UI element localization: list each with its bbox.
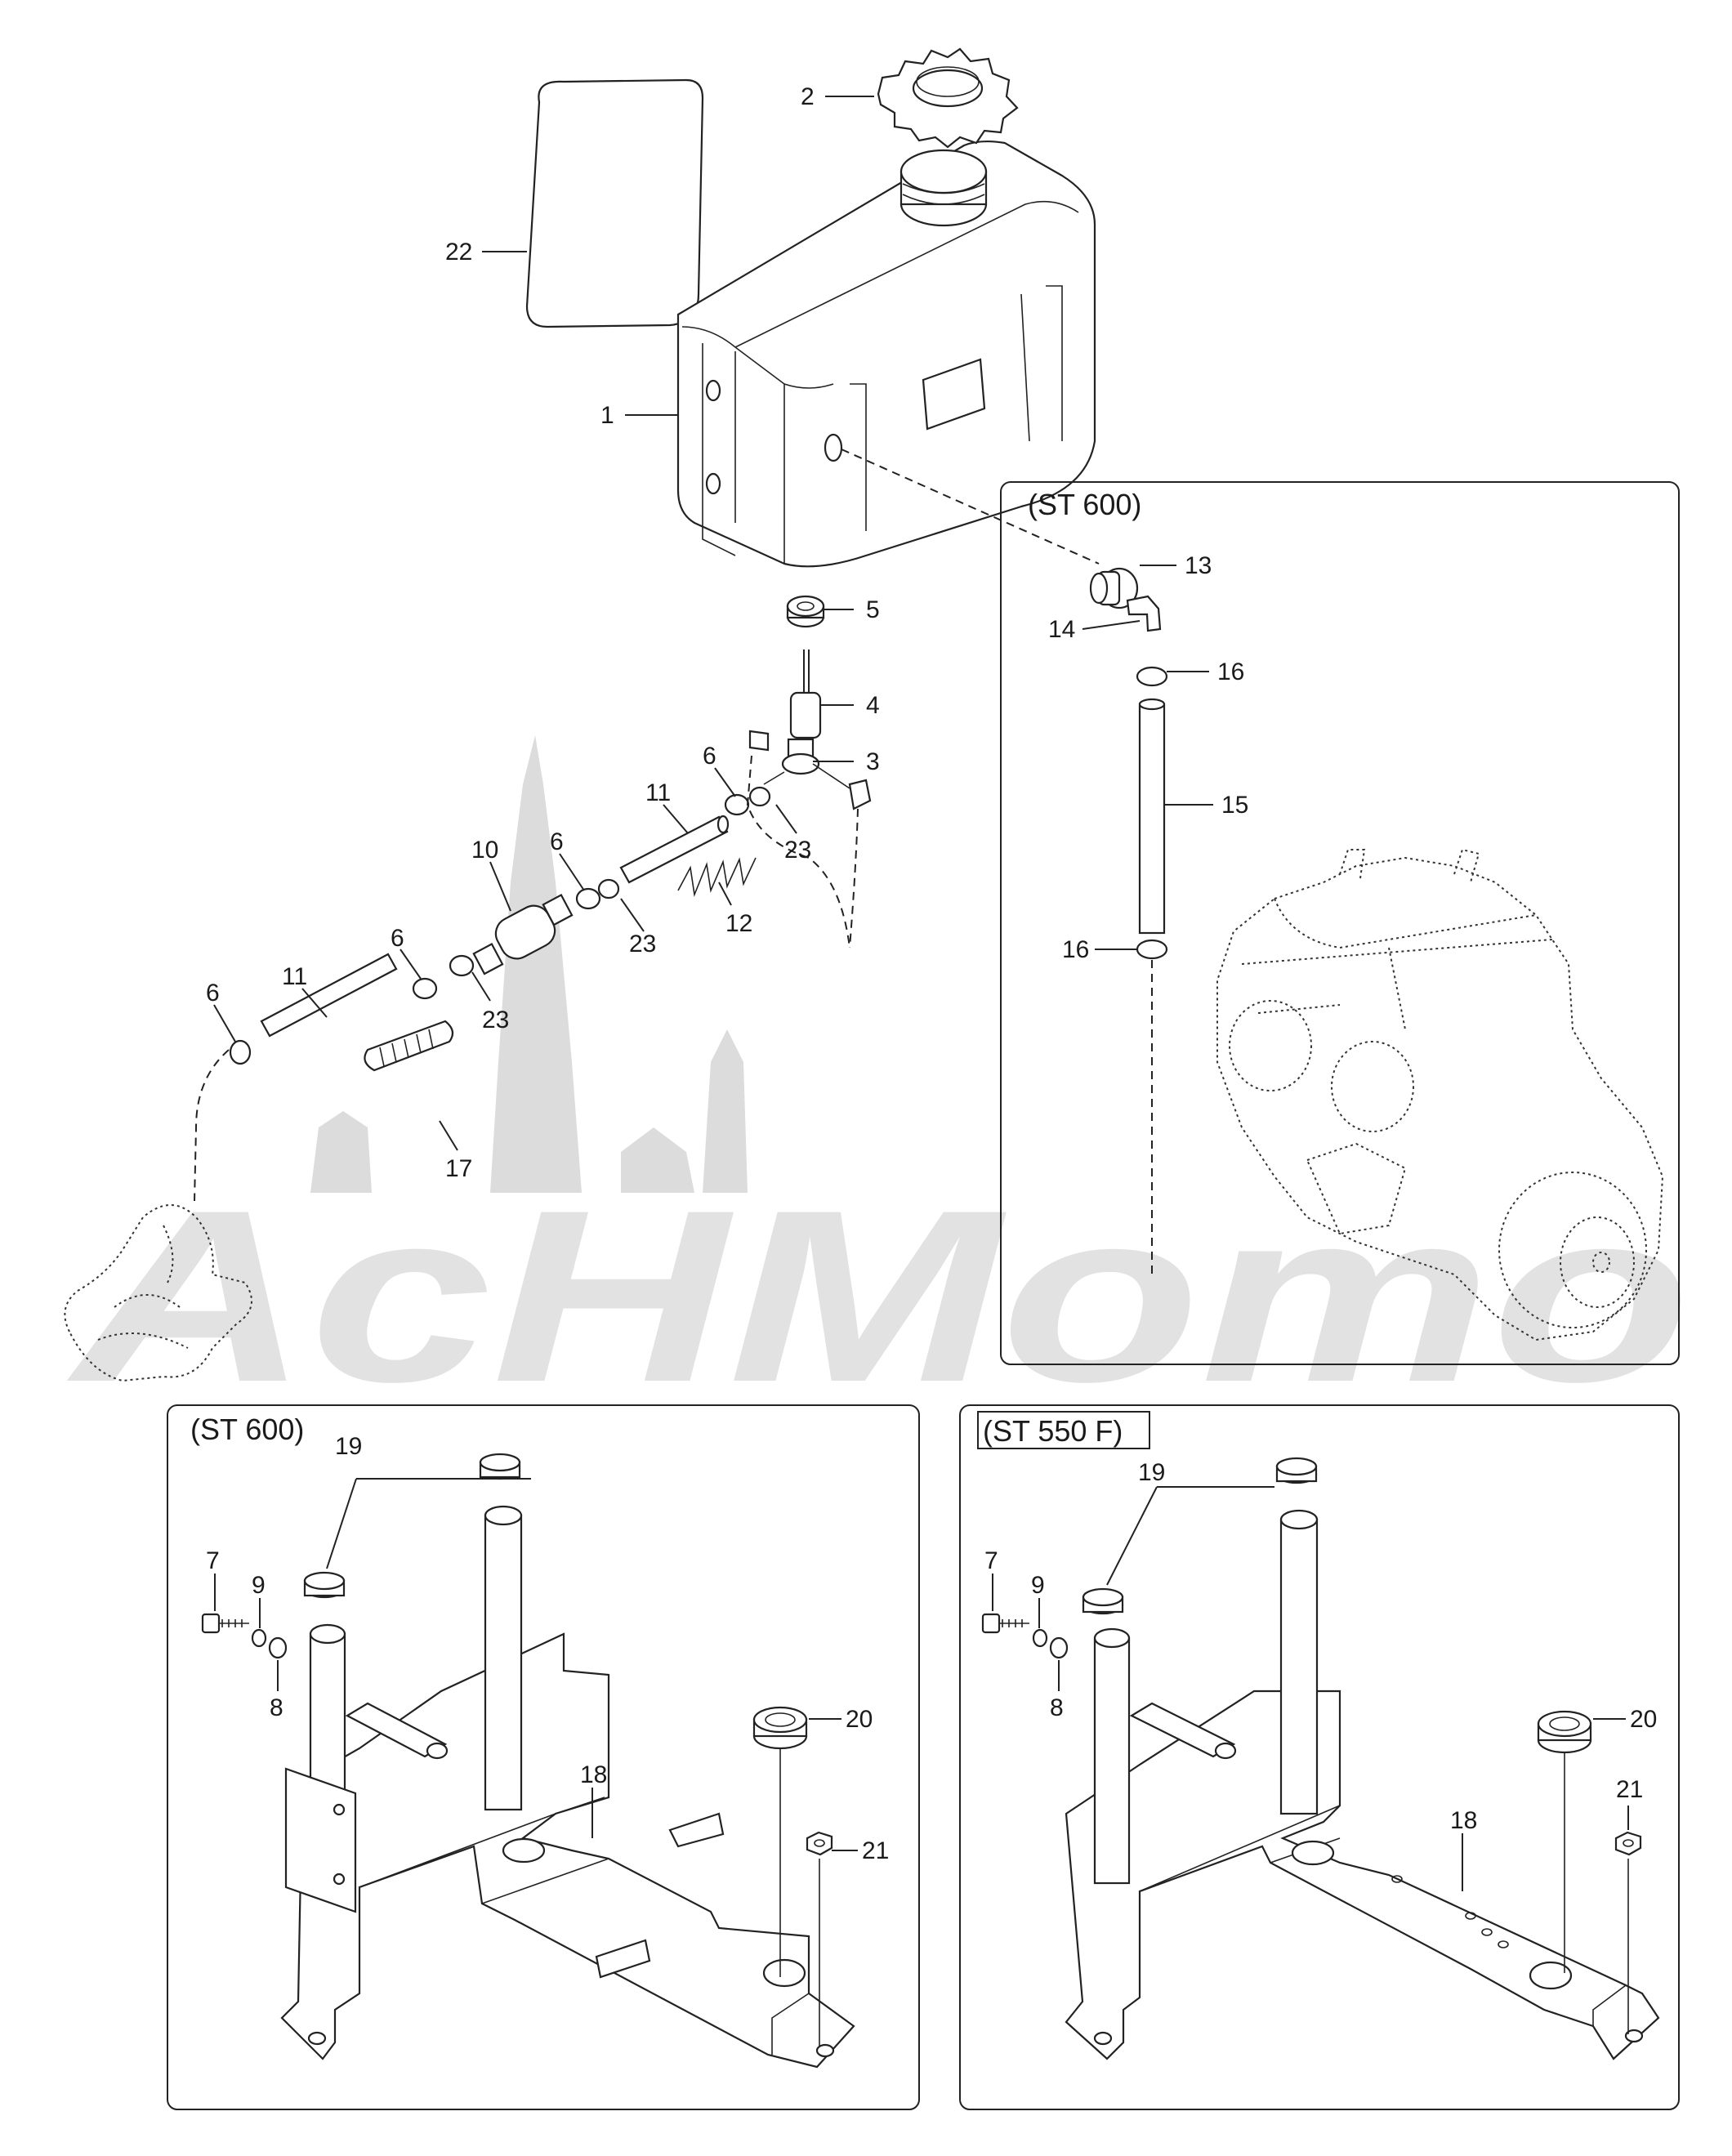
clamps-6-23 bbox=[229, 786, 771, 1065]
label-8b: 8 bbox=[1050, 1694, 1064, 1721]
label-23b: 23 bbox=[629, 931, 656, 957]
part-14-elbow bbox=[1126, 595, 1162, 632]
label-6c: 6 bbox=[391, 925, 404, 952]
label-5: 5 bbox=[866, 596, 880, 623]
part-labels: 2 22 1 5 4 3 6 11 23 6 10 12 23 6 11 23 … bbox=[206, 83, 1657, 1864]
part-19-cap-left-low bbox=[303, 1571, 346, 1599]
part-19-cap-left-top bbox=[479, 1453, 521, 1480]
watermark-text: AcHMomo bbox=[63, 1158, 1691, 1433]
label-6b: 6 bbox=[550, 828, 564, 855]
label-9b: 9 bbox=[1031, 1572, 1045, 1599]
label-20b: 20 bbox=[1630, 1706, 1657, 1733]
part-5-grommet bbox=[786, 595, 825, 628]
label-12: 12 bbox=[725, 910, 752, 937]
engine-outline bbox=[1216, 848, 1664, 1341]
watermark: AcHMomo bbox=[63, 735, 1691, 1433]
label-18b: 18 bbox=[1450, 1807, 1477, 1834]
label-19a: 19 bbox=[335, 1433, 362, 1460]
part-12-spring bbox=[677, 857, 757, 898]
label-1: 1 bbox=[600, 402, 614, 429]
label-7a: 7 bbox=[206, 1547, 220, 1574]
inset-frame-right-title-box bbox=[977, 1411, 1150, 1449]
inset-frame-right-title: (ST 550 F) bbox=[983, 1414, 1123, 1448]
label-4: 4 bbox=[866, 692, 880, 719]
label-13: 13 bbox=[1185, 552, 1212, 579]
inset-frame-right bbox=[959, 1404, 1680, 2110]
label-2: 2 bbox=[801, 83, 815, 110]
carburetor-outline bbox=[64, 1204, 252, 1382]
label-8a: 8 bbox=[270, 1694, 283, 1721]
part-9-washer-right bbox=[1032, 1628, 1048, 1648]
part-8-washer-left bbox=[268, 1636, 288, 1659]
label-19b: 19 bbox=[1138, 1459, 1165, 1486]
part-10-fuel-filter bbox=[472, 894, 574, 975]
leader-lines bbox=[213, 96, 1629, 1891]
label-15: 15 bbox=[1221, 792, 1248, 819]
inset-frame-left-title: (ST 600) bbox=[190, 1413, 304, 1446]
label-14: 14 bbox=[1048, 616, 1075, 643]
part-7-bolt-left bbox=[201, 1613, 249, 1634]
part-18-frame-left bbox=[280, 1505, 855, 2069]
part-16-clamp-upper bbox=[1136, 666, 1168, 687]
label-11b: 11 bbox=[282, 963, 307, 990]
part-13-grommet bbox=[1089, 567, 1139, 609]
label-17: 17 bbox=[445, 1155, 472, 1182]
label-21a: 21 bbox=[862, 1837, 889, 1864]
part-9-washer-left bbox=[251, 1628, 267, 1648]
label-9a: 9 bbox=[252, 1572, 266, 1599]
label-16b: 16 bbox=[1062, 936, 1089, 963]
label-6d: 6 bbox=[206, 980, 220, 1007]
label-23c: 23 bbox=[482, 1007, 509, 1033]
label-11a: 11 bbox=[645, 779, 671, 806]
part-4-pickup-tube bbox=[789, 649, 822, 739]
part-16-clamp-lower bbox=[1136, 939, 1168, 960]
label-20a: 20 bbox=[846, 1706, 873, 1733]
part-1-fuel-tank bbox=[676, 140, 1096, 568]
label-7b: 7 bbox=[984, 1547, 998, 1574]
part-19-cap-right-low bbox=[1082, 1587, 1124, 1615]
label-22: 22 bbox=[445, 239, 472, 266]
line-valve-connection bbox=[746, 755, 850, 949]
inset-engine bbox=[1000, 481, 1680, 1365]
part-3-fuel-valve bbox=[748, 730, 872, 810]
part-21-nut-right bbox=[1614, 1831, 1642, 1856]
part-8-washer-right bbox=[1049, 1636, 1069, 1659]
part-22-sticker bbox=[525, 78, 704, 328]
part-17-spring bbox=[364, 1020, 454, 1072]
label-3: 3 bbox=[866, 748, 880, 775]
label-10: 10 bbox=[471, 837, 498, 864]
part-2-cap bbox=[877, 47, 1019, 149]
part-18-frame-right bbox=[1065, 1509, 1660, 2060]
part-20-grommet-left bbox=[752, 1706, 808, 1750]
label-21b: 21 bbox=[1616, 1776, 1643, 1803]
label-23a: 23 bbox=[784, 837, 811, 864]
line-carb-connection bbox=[194, 1049, 230, 1202]
part-11-hose-lower bbox=[260, 953, 398, 1038]
part-20-grommet-right bbox=[1537, 1710, 1592, 1754]
part-7-bolt-right bbox=[981, 1613, 1029, 1634]
part-11-hose-upper bbox=[619, 815, 730, 884]
part-19-cap-right-top bbox=[1275, 1457, 1318, 1484]
part-21-nut-left bbox=[806, 1831, 833, 1856]
label-6a: 6 bbox=[703, 743, 716, 770]
inset-frame-left bbox=[167, 1404, 920, 2110]
label-16a: 16 bbox=[1217, 658, 1244, 685]
label-18a: 18 bbox=[580, 1761, 607, 1788]
line-tank-to-inset bbox=[841, 449, 1100, 565]
line-valve-connection-2 bbox=[849, 808, 859, 949]
part-15-hose bbox=[1138, 698, 1166, 935]
inset-engine-title: (ST 600) bbox=[1028, 488, 1141, 521]
